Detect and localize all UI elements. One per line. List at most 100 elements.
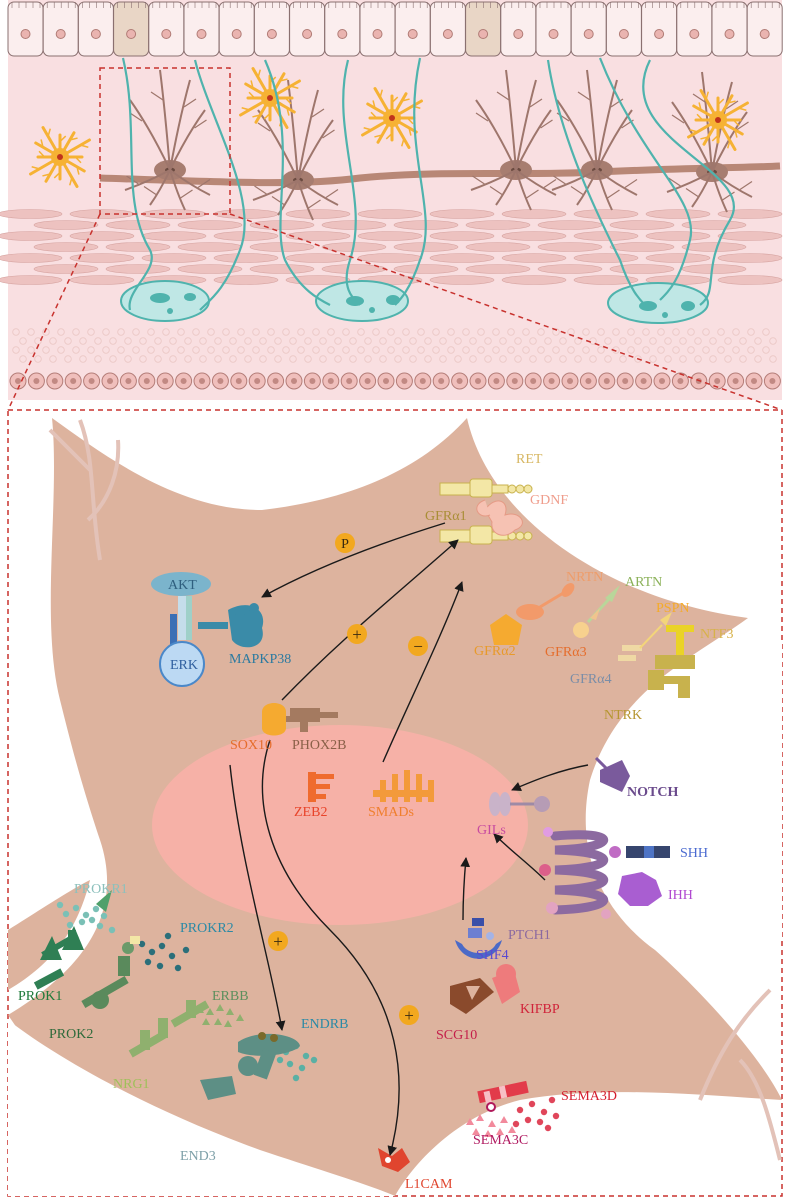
epithelial-nucleus: [478, 29, 489, 39]
muscle-fiber: [717, 231, 783, 241]
muscle-fiber: [465, 242, 531, 252]
dendrite: [551, 169, 598, 191]
dendrite: [475, 99, 517, 171]
sema3c-particle: [484, 1130, 492, 1137]
muscle-layer: [0, 209, 783, 285]
tissue-dot: [589, 355, 597, 363]
tissue-dot: [492, 346, 500, 354]
serosa-cell-nucleus: [327, 378, 334, 384]
tissue-dot: [364, 337, 372, 345]
dendrite: [169, 169, 186, 211]
nrg1-glyph: [128, 1000, 210, 1058]
tissue-dot: [469, 337, 477, 345]
glial-process-branch: [711, 134, 719, 142]
serosa-cell-nucleus: [732, 378, 739, 384]
dendrite: [596, 169, 638, 196]
tissue-dot: [177, 346, 185, 354]
muscle-fiber: [213, 275, 279, 285]
dendrite: [297, 179, 314, 221]
prokr2-particle: [168, 952, 176, 960]
dendrite: [596, 79, 618, 171]
dendrite: [515, 109, 552, 171]
tissue-dot: [582, 328, 590, 336]
dendrite-branch: [311, 108, 325, 118]
sema3c-particle: [488, 1120, 496, 1127]
glial-process-branch: [391, 96, 399, 104]
tissue-dot: [334, 337, 342, 345]
serosa-cell-nucleus: [438, 378, 445, 384]
muscle-fiber: [465, 220, 531, 230]
dendrite-branch: [180, 189, 193, 199]
dendrite-branch: [143, 186, 157, 195]
dendrite-branch: [610, 98, 624, 108]
prokr1-particle: [100, 912, 108, 920]
muscle-fiber: [717, 275, 783, 285]
tissue-dot: [222, 328, 230, 336]
tissue-dot: [372, 346, 380, 354]
serosa-cell-nucleus: [88, 378, 95, 384]
glial-process-branch: [53, 171, 61, 179]
ntrk-receptor: [648, 625, 695, 698]
sign-phospho-text: P: [341, 537, 349, 552]
arrow-shf4-to-gils: [460, 857, 471, 921]
dendrite: [515, 79, 537, 171]
gfra4-receptor: [618, 612, 672, 661]
muscle-fiber: [0, 209, 63, 219]
dendrite: [711, 171, 728, 213]
epithelial-nucleus: [513, 29, 524, 39]
dendrite-branch: [475, 112, 489, 122]
label-pspn: PSPN: [656, 601, 689, 616]
label-nrtn: NRTN: [566, 570, 603, 585]
serosa-cell-nucleus: [235, 378, 242, 384]
sema3c-particles: [466, 1114, 516, 1137]
tissue-dot: [124, 355, 132, 363]
tissue-dot: [537, 346, 545, 354]
tissue-dot: [199, 337, 207, 345]
prokr1-particle: [108, 926, 116, 934]
dendrite: [297, 179, 339, 206]
glial-process-branch: [290, 85, 299, 90]
muscle-fiber: [141, 253, 207, 263]
prokr2-particle: [182, 946, 190, 954]
label-l1cam: L1CAM: [405, 1177, 453, 1192]
tissue-dot: [484, 355, 492, 363]
label-prok2: PROK2: [49, 1027, 93, 1042]
tissue-dot: [477, 328, 485, 336]
dendrite: [169, 79, 191, 171]
tissue-dot: [57, 346, 65, 354]
tissue-dot: [357, 328, 365, 336]
tissue-dot: [139, 337, 147, 345]
tissue-dot: [394, 337, 402, 345]
tissue-dot: [634, 337, 642, 345]
axons: [121, 57, 735, 311]
tissue-dot: [409, 337, 417, 345]
tissue-dot: [694, 337, 702, 345]
label-ntf3: NTF3: [700, 627, 733, 642]
tissue-dot: [19, 355, 27, 363]
tissue-dot: [672, 346, 680, 354]
dendrite-branch: [496, 91, 510, 101]
sema3d-particle: [536, 1118, 544, 1126]
dendrite: [691, 171, 713, 208]
serosa-cell-nucleus: [15, 378, 21, 384]
arrows: [229, 522, 589, 1156]
label-gfra2: GFRα2: [474, 644, 516, 659]
serosa-cell-nucleus: [217, 378, 224, 384]
endrb-particle: [292, 1074, 300, 1082]
serosa-cell-nucleus: [254, 378, 261, 384]
label-gdnf: GDNF: [530, 493, 568, 508]
dendrite: [515, 169, 532, 211]
tissue-dot: [169, 355, 177, 363]
dendrite: [515, 169, 557, 196]
glial-process-branch: [250, 80, 254, 89]
tissue-dot: [732, 346, 740, 354]
tissue-dot: [259, 337, 267, 345]
cell-edge-lower-left: [8, 1020, 395, 1196]
label-endrb: ENDRB: [301, 1017, 348, 1032]
muscle-fiber: [501, 231, 567, 241]
tissue-dot: [537, 328, 545, 336]
label-ihh: IHH: [668, 888, 693, 903]
muscle-fiber: [429, 253, 495, 263]
glial-process-branch: [47, 128, 52, 137]
tissue-dot: [477, 346, 485, 354]
